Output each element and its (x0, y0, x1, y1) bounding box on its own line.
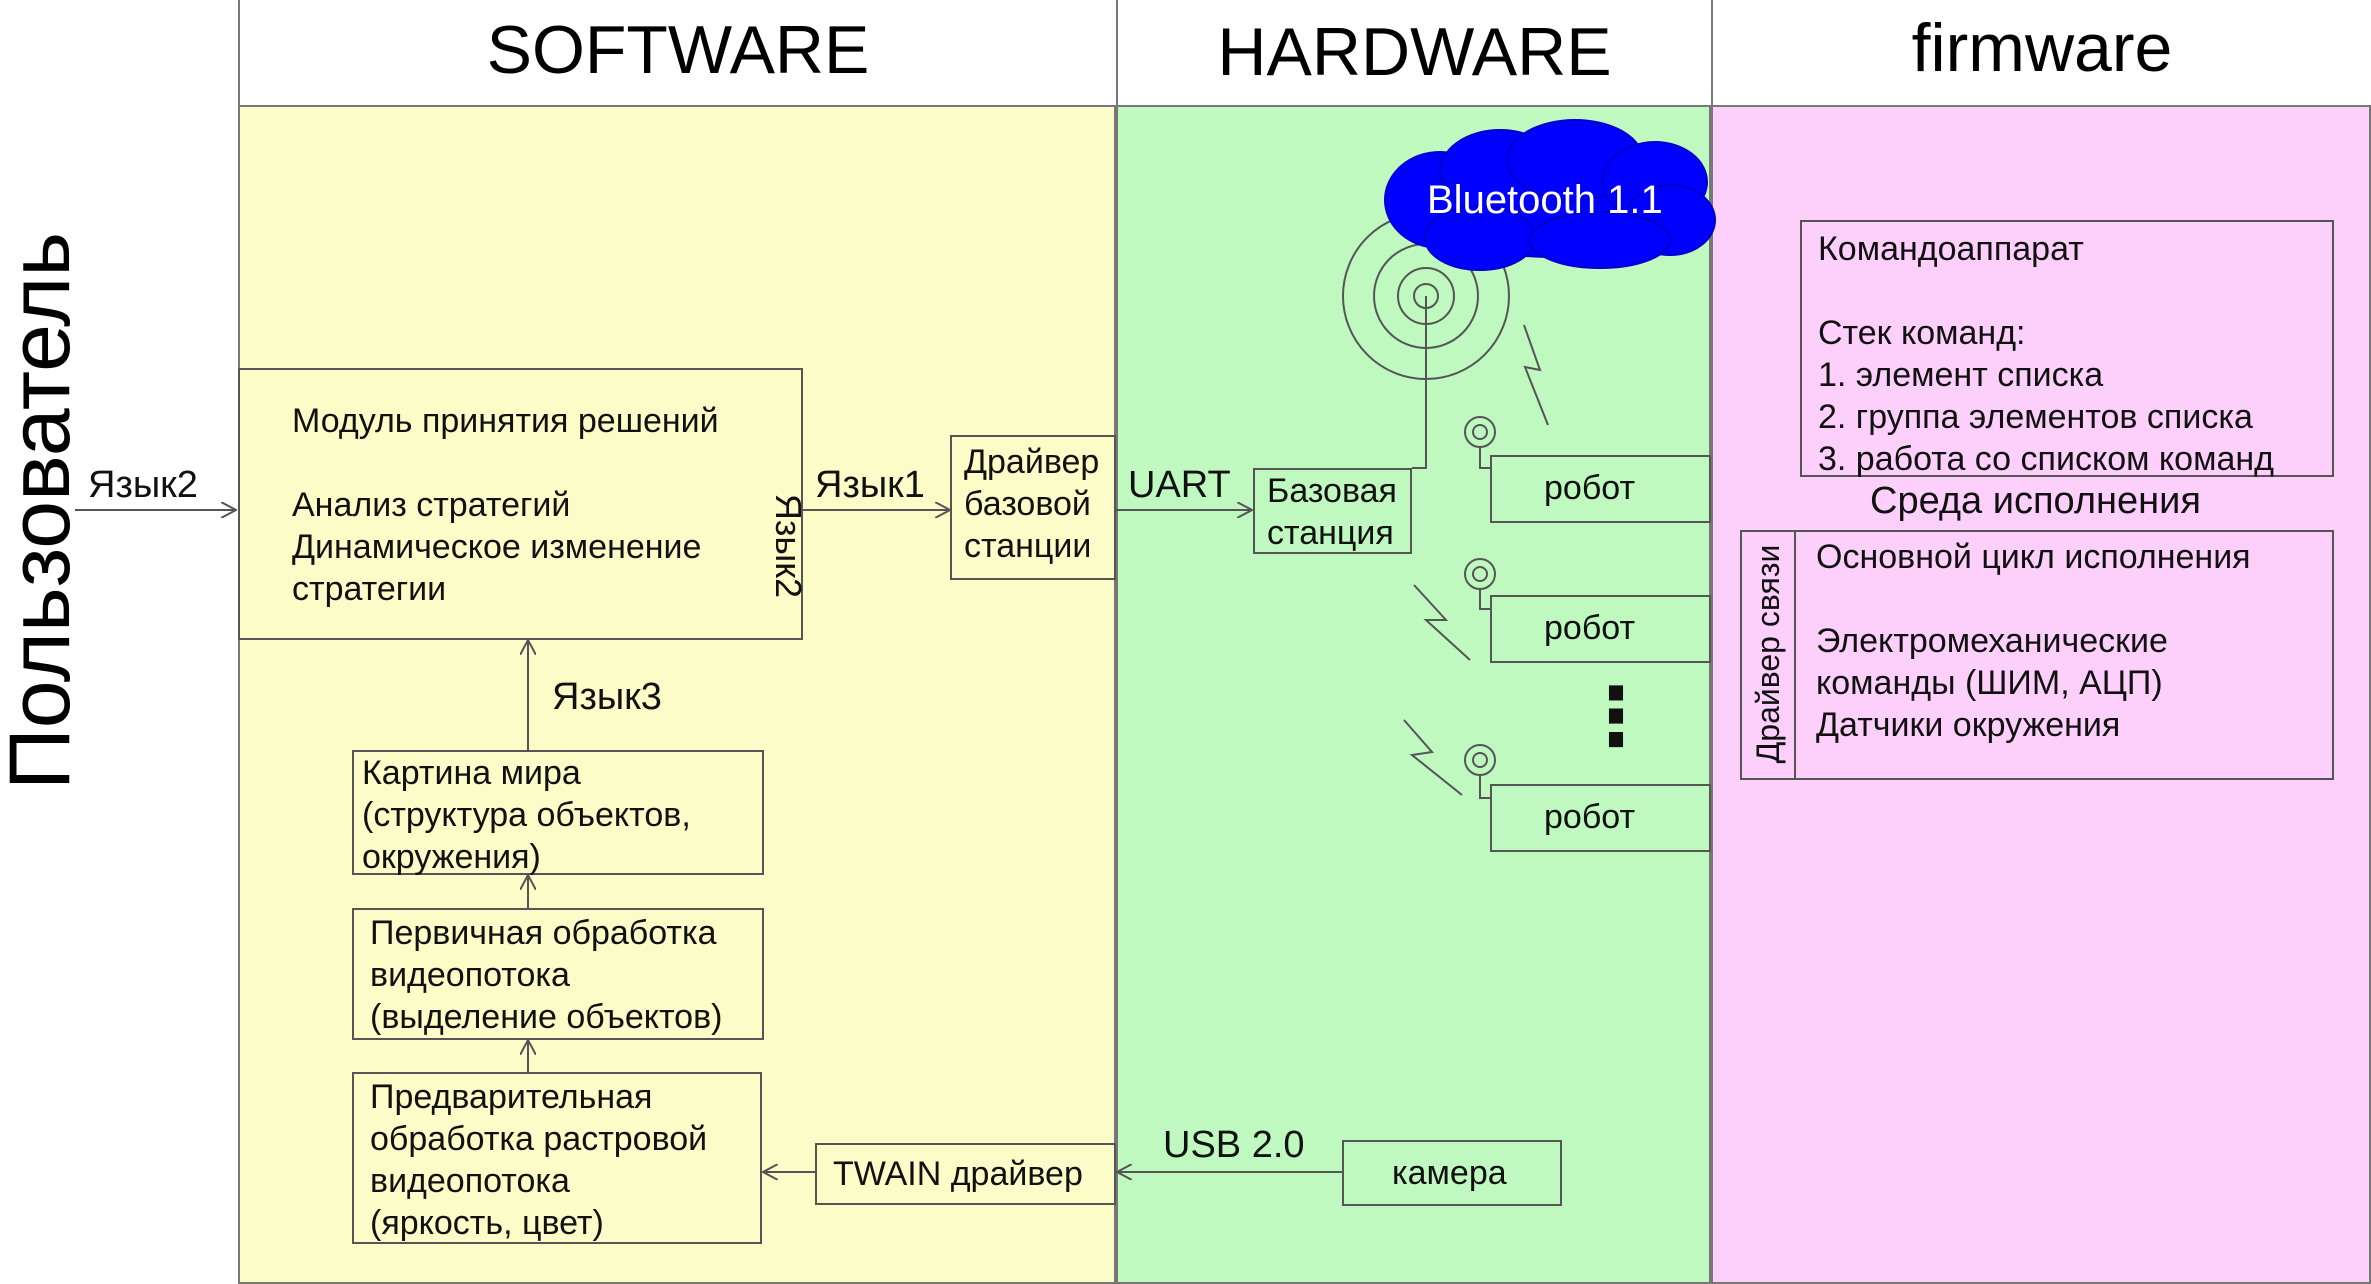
header-divider-right (1711, 0, 1713, 105)
lang2-vertical-label: Язык2 (768, 493, 809, 599)
decision-module-box: Модуль принятия решений Анализ стратегий… (238, 368, 803, 640)
user-label: Пользователь (0, 231, 88, 790)
robot-box-3: робот (1490, 784, 1711, 852)
robot-ellipsis: ⋮ (1576, 672, 1656, 761)
header-software: SOFTWARE (486, 12, 870, 88)
twain-driver-box: TWAIN драйвер (815, 1143, 1116, 1205)
base-station-box: Базовая станция (1253, 468, 1412, 554)
lang3-label: Язык3 (552, 676, 662, 718)
lang1-label: Язык1 (815, 464, 925, 506)
header-divider-left (238, 0, 240, 105)
command-apparatus-box: Командоаппарат Стек команд: 1. элемент с… (1800, 220, 2334, 478)
firmware-zone (1711, 105, 2371, 1284)
header-divider-mid (1116, 0, 1118, 105)
robot-box-1: робот (1490, 455, 1711, 523)
base-driver-box: Драйвер базовой станции (950, 435, 1116, 580)
preliminary-processing-box: Предварительная обработка растровой виде… (352, 1072, 762, 1244)
exec-env-label: Среда исполнения (1870, 480, 2201, 522)
software-zone (238, 105, 1116, 1284)
world-picture-box: Картина мира (структура объектов, окруже… (352, 750, 764, 876)
main-loop-box: Основной цикл исполнения Электромеханиче… (1794, 530, 2334, 780)
robot-box-2: робот (1490, 595, 1711, 663)
comm-driver-label: Драйвер связи (1750, 544, 1786, 764)
header-firmware: firmware (1911, 10, 2173, 86)
usb-label: USB 2.0 (1163, 1124, 1305, 1166)
lang2-left-label: Язык2 (88, 464, 198, 506)
camera-box: камера (1342, 1140, 1562, 1206)
bluetooth-label: Bluetooth 1.1 (1427, 178, 1663, 222)
header-hardware: HARDWARE (1217, 14, 1612, 90)
uart-label: UART (1128, 464, 1231, 506)
primary-processing-box: Первичная обработка видеопотока (выделен… (352, 908, 764, 1040)
